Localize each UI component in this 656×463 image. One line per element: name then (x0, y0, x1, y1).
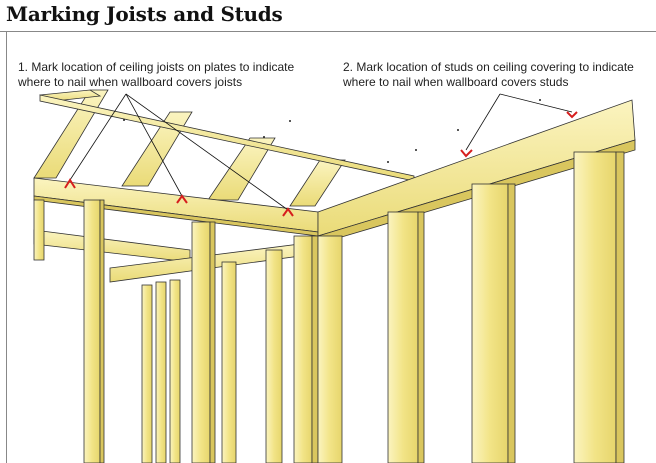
ceiling-joists (33, 89, 346, 207)
stud-mark (460, 149, 473, 158)
callout-2-line-1-text: Mark location of studs on ceiling coveri… (356, 60, 634, 74)
joist-mark (64, 178, 76, 189)
callout-1-line-1-text: Mark location of ceiling joists on plate… (31, 60, 295, 74)
callout-1-line-1: 1. Mark location of ceiling joists on pl… (18, 60, 318, 75)
figure-title: Marking Joists and Studs (6, 2, 283, 26)
wall-stud (155, 281, 167, 463)
callout-2-number: 2. (343, 60, 354, 74)
ceiling-joist (289, 159, 346, 207)
callout-2-text: 2. Mark location of studs on ceiling cov… (343, 60, 655, 90)
stud-mark (566, 111, 578, 119)
joist-mark (176, 194, 188, 204)
wall-stud (573, 151, 617, 463)
wall-stud (209, 221, 216, 463)
wall-stud (471, 183, 509, 463)
right-wall-studs (387, 151, 625, 463)
wall-stud (507, 183, 516, 463)
ceiling-joist (207, 137, 276, 201)
callout-1-text: 1. Mark location of ceiling joists on pl… (18, 60, 318, 90)
ceiling-strap (39, 94, 415, 182)
callout-2-line-2: where to nail when wallboard covers stud… (343, 75, 569, 89)
left-wall-top-plate (33, 177, 319, 237)
wall-stud (221, 261, 237, 463)
joist-mark (282, 207, 294, 217)
title-rule (0, 31, 656, 32)
wall-stud (265, 249, 283, 463)
back-wall-plates (33, 229, 301, 283)
wall-stud (169, 279, 181, 463)
wall-stud (311, 235, 319, 463)
left-wall-studs (83, 199, 343, 463)
ceiling-joist (33, 89, 109, 179)
border-left (6, 31, 7, 463)
ceiling-joist (121, 111, 193, 187)
callout-2-pointers (465, 93, 573, 151)
wall-stud (293, 235, 313, 463)
callout-1-number: 1. (18, 60, 29, 74)
ceiling-dots (123, 99, 541, 163)
callout-2-line-1: 2. Mark location of studs on ceiling cov… (343, 60, 655, 75)
callout-1-pointers (69, 93, 289, 211)
left-edge-post (33, 199, 45, 261)
wall-stud (387, 211, 419, 463)
wall-stud (83, 199, 101, 463)
wall-stud (191, 221, 211, 463)
nail-markers (64, 111, 578, 217)
corner-post (317, 235, 343, 463)
wall-stud (615, 151, 625, 463)
callout-1-line-2: where to nail when wallboard covers jois… (18, 75, 243, 89)
wall-stud (417, 211, 425, 463)
wall-stud (99, 199, 105, 463)
wall-stud (141, 284, 153, 463)
